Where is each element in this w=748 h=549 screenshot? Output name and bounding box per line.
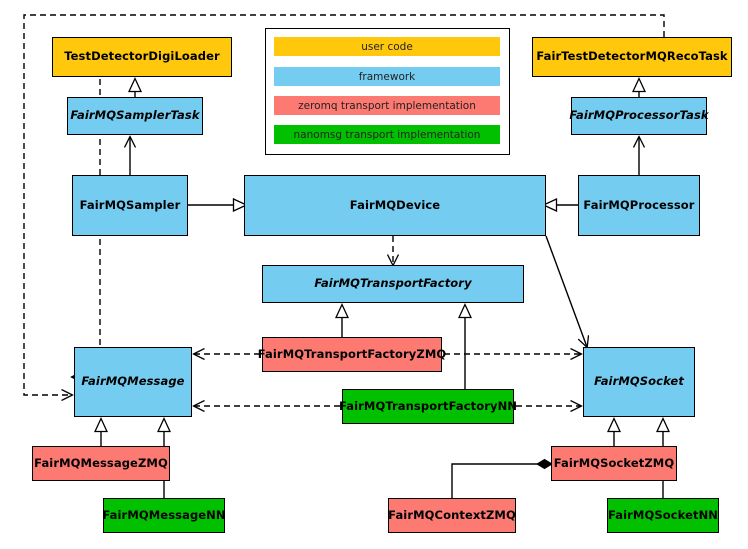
legend-item-framework: framework xyxy=(274,67,500,86)
class-node-fairmqsamplertask[interactable]: FairMQSamplerTask xyxy=(67,97,203,135)
legend-item-user-code: user code xyxy=(274,37,500,56)
class-node-fairmqprocessor[interactable]: FairMQProcessor xyxy=(578,175,700,236)
legend-item-nanomsg: nanomsg transport implementation xyxy=(274,125,500,144)
class-node-fairmqtransportfactory[interactable]: FairMQTransportFactory xyxy=(262,265,524,303)
legend-item-zeromq: zeromq transport implementation xyxy=(274,96,500,115)
class-node-fairtestdetectormqrecotask[interactable]: FairTestDetectorMQRecoTask xyxy=(532,37,732,77)
class-node-fairmqtransportfactoryzmq[interactable]: FairMQTransportFactoryZMQ xyxy=(258,337,446,372)
class-node-fairmqmessage[interactable]: FairMQMessage xyxy=(74,347,192,417)
class-node-testdetectordigiloader[interactable]: TestDetectorDigiLoader xyxy=(52,37,232,77)
class-node-fairmqprocessortask[interactable]: FairMQProcessorTask xyxy=(569,97,709,135)
class-node-fairmqtransportfactorynn[interactable]: FairMQTransportFactoryNN xyxy=(339,389,517,424)
class-node-fairmqmessagezmq[interactable]: FairMQMessageZMQ xyxy=(32,446,170,481)
class-node-fairmqcontextzmq[interactable]: FairMQContextZMQ xyxy=(388,498,516,533)
class-node-fairmqsocketnn[interactable]: FairMQSocketNN xyxy=(607,498,719,533)
class-node-fairmqdevice[interactable]: FairMQDevice xyxy=(244,175,546,236)
class-node-fairmqsampler[interactable]: FairMQSampler xyxy=(72,175,188,236)
class-node-fairmqmessagenn[interactable]: FairMQMessageNN xyxy=(102,498,226,533)
class-node-fairmqsocketzmq[interactable]: FairMQSocketZMQ xyxy=(551,446,677,481)
class-node-fairmqsocket[interactable]: FairMQSocket xyxy=(583,347,695,417)
